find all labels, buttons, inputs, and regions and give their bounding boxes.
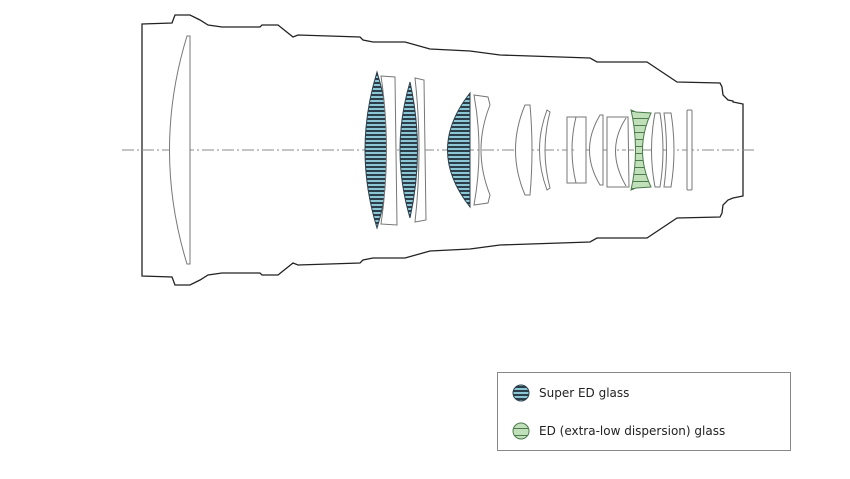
meniscus-element-1 xyxy=(380,75,398,226)
filter-plate xyxy=(686,109,693,191)
convex-element-4 xyxy=(589,114,604,186)
super-ed-element-3 xyxy=(447,91,471,209)
legend-item-ed: ED (extra-low dispersion) glass xyxy=(512,422,725,440)
legend-label-super-ed: Super ED glass xyxy=(539,386,630,400)
legend-label-ed: ED (extra-low dispersion) glass xyxy=(539,424,726,438)
concave-element xyxy=(473,94,491,206)
ed-element xyxy=(630,109,652,191)
meniscus-element-2 xyxy=(414,77,427,223)
convex-element-small xyxy=(515,104,533,196)
front-element xyxy=(169,35,191,265)
convex-element-6 xyxy=(663,112,675,188)
cemented-group-2 xyxy=(606,116,630,188)
super-ed-glass-swatch-icon xyxy=(512,384,530,402)
legend: Super ED glass ED (extra-low dispersion)… xyxy=(497,372,791,451)
cemented-group-1 xyxy=(566,116,587,184)
convex-element-5 xyxy=(651,112,664,188)
ed-glass-swatch-icon xyxy=(512,422,530,440)
meniscus-element-3 xyxy=(539,109,551,191)
legend-item-super-ed: Super ED glass xyxy=(512,384,629,402)
super-ed-element-2 xyxy=(399,81,418,219)
